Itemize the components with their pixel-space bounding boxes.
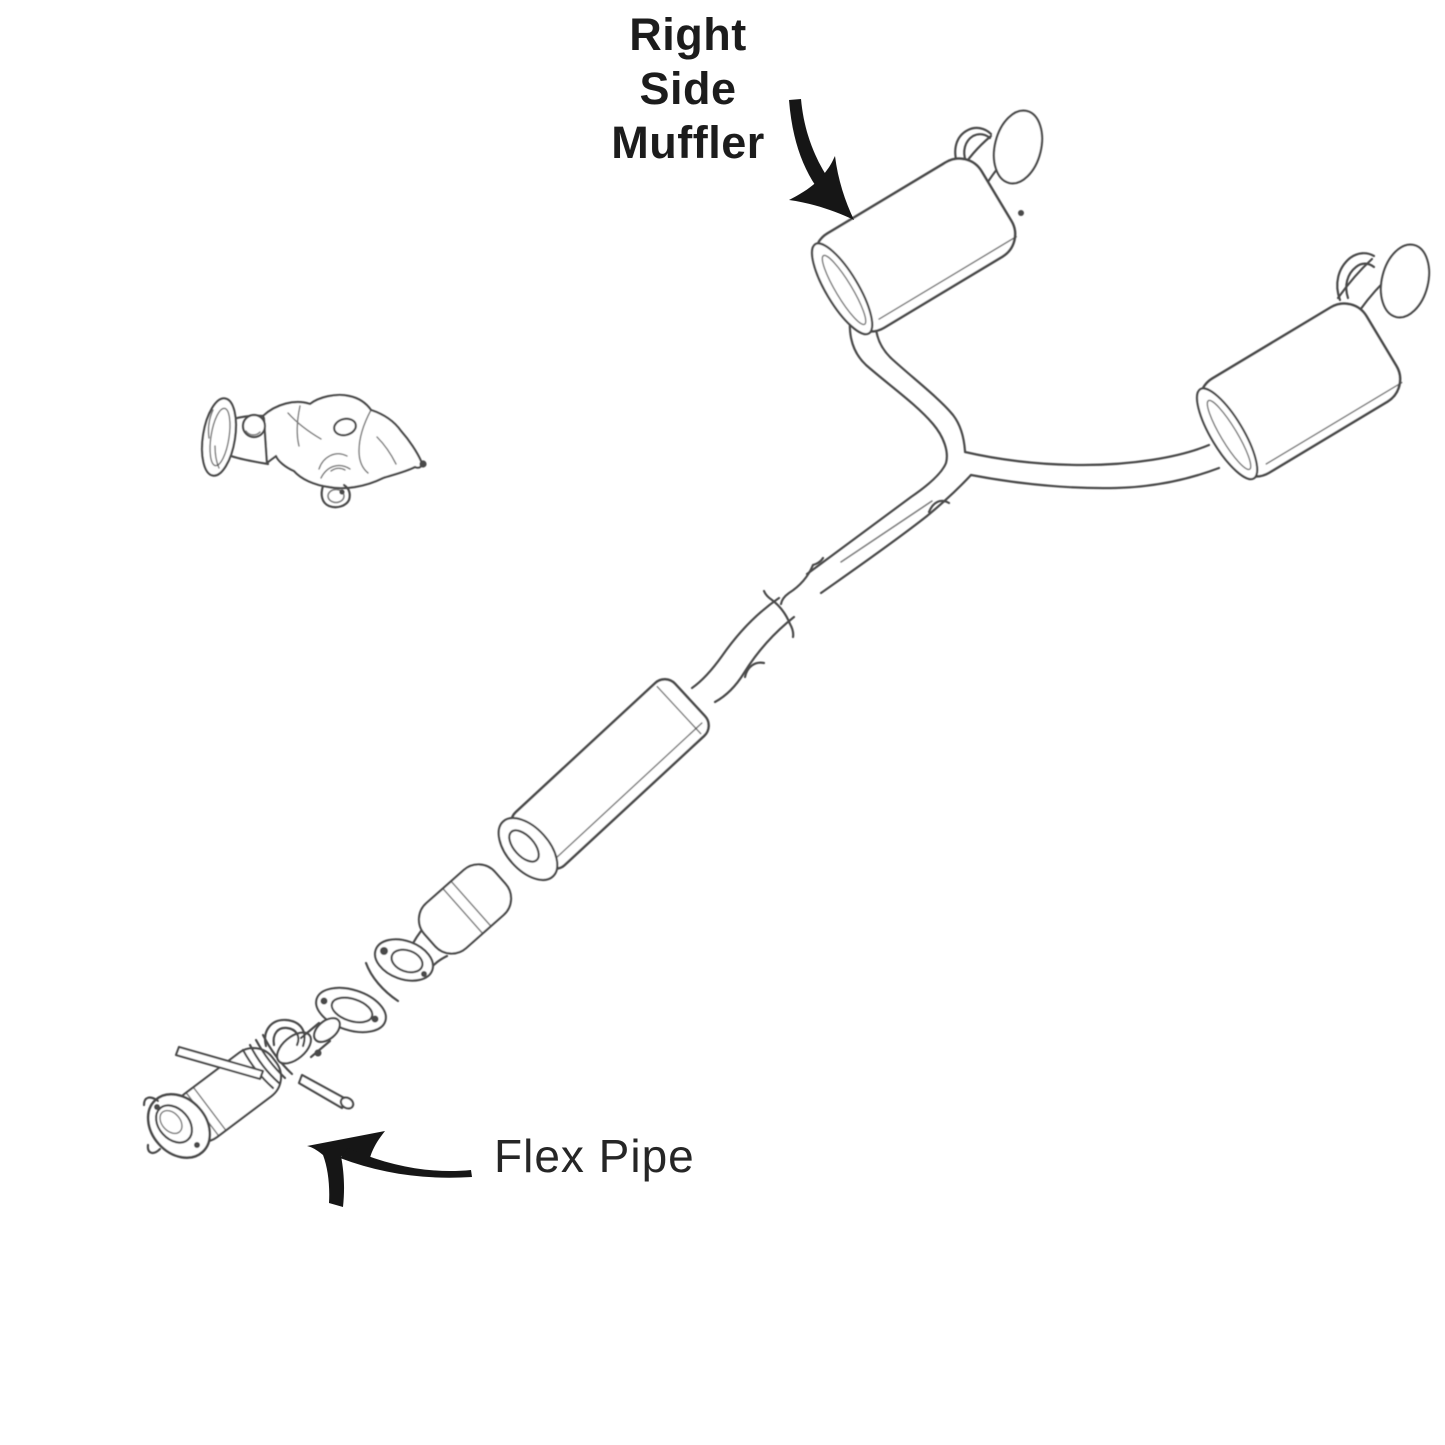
resonator-end-cap-inner	[508, 829, 540, 863]
port-ring	[333, 417, 357, 437]
flange-shadow-dot	[154, 1104, 160, 1110]
stud-line	[364, 961, 400, 1003]
resonator	[497, 678, 710, 881]
intermediate-pipe-tab	[743, 661, 766, 679]
cat-body	[261, 393, 423, 490]
flange-hatch	[207, 409, 220, 469]
right-side-muffler	[810, 109, 1044, 336]
inlet-flange-inner	[209, 407, 231, 467]
muffler-end-cap	[810, 242, 874, 336]
front-catalytic-converter	[200, 393, 427, 509]
muffler-seam	[1265, 381, 1403, 465]
heat-shield-wrinkles	[318, 453, 351, 479]
outlet-flange-opening	[390, 948, 424, 974]
outlet-stub-tip	[313, 1017, 341, 1043]
flex-flange-opening-inner	[159, 1109, 183, 1135]
cone-inner-line	[376, 436, 397, 465]
left-side-muffler	[1195, 243, 1431, 481]
diagram-parts	[142, 109, 1431, 1159]
arrow-shaft	[789, 99, 832, 192]
flex-pipe-label: Flex Pipe	[494, 1130, 695, 1182]
tailpipe-tip	[1379, 243, 1431, 319]
flex-pipe-assembly	[142, 1017, 355, 1159]
label-line-1: Right	[629, 9, 747, 60]
upper-hanger-loop	[264, 1018, 306, 1048]
gasket-opening	[330, 996, 374, 1024]
right-rod-end	[339, 1096, 355, 1110]
sensor-boss	[241, 413, 267, 439]
y-pipe-assembly	[690, 300, 1221, 704]
arrow-head	[307, 1131, 385, 1207]
cat-body	[417, 863, 513, 955]
label-line-2: Side	[639, 63, 737, 114]
cat-seam	[442, 888, 483, 934]
flex-pipe-arrow	[307, 1131, 472, 1207]
tailpipe-hanger	[954, 126, 993, 168]
mid-catalytic-converter	[364, 863, 513, 1003]
stub-dot	[314, 1049, 322, 1057]
flange-bolt-hole	[380, 947, 388, 955]
label-text: Flex Pipe	[494, 1130, 695, 1182]
gasket-bolt-hole-left	[320, 997, 328, 1005]
intermediate-pipe	[690, 596, 796, 704]
bellows-end-collar	[276, 1031, 312, 1065]
flange-ears	[142, 1096, 162, 1155]
gasket-bolt-hole-right	[371, 1015, 379, 1023]
right-hanger-rod	[297, 1073, 348, 1110]
main-pipe-lower-edge	[819, 473, 973, 595]
sensor-boss-detail	[245, 430, 261, 436]
hanger-tab	[927, 499, 951, 514]
right-muffler-downpipe	[805, 300, 967, 576]
flex-flange-opening	[154, 1104, 194, 1144]
slip-joint-flares	[762, 556, 825, 639]
arrow-shaft	[340, 1148, 472, 1178]
bracket-foot	[320, 483, 351, 509]
muffler-arrow	[789, 99, 854, 220]
muffler-end-cap	[1195, 387, 1259, 481]
cone-tip-dot	[419, 460, 427, 468]
muffler-end-cap-inner	[1206, 399, 1252, 471]
tailpipe-tip	[992, 109, 1044, 185]
resonator-seam	[555, 722, 703, 859]
bracket-foot-ring	[327, 488, 345, 504]
flange-shadow-dot-2	[194, 1142, 200, 1148]
flex-body-shoulder-2	[193, 1087, 227, 1131]
resonator-end-line	[656, 685, 702, 735]
left-hanger-rod	[174, 1045, 265, 1081]
cat-body-contours	[287, 405, 372, 474]
left-muffler-inlet-pipe	[963, 443, 1221, 490]
flange-corner-dot	[421, 971, 427, 977]
main-pipe-highlight	[840, 500, 933, 563]
muffler-seam	[878, 235, 1017, 320]
tailpipe-hanger	[1336, 252, 1376, 302]
right-side-muffler-label: Right Side Muffler	[548, 8, 828, 170]
cat-seam-2	[451, 881, 491, 927]
inlet-flange	[200, 397, 238, 477]
label-line-3: Muffler	[611, 117, 765, 168]
seam-dot	[1018, 210, 1024, 216]
muffler-end-cap-inner	[821, 254, 867, 326]
bracket-dot	[339, 489, 345, 495]
arrow-head	[789, 156, 854, 220]
